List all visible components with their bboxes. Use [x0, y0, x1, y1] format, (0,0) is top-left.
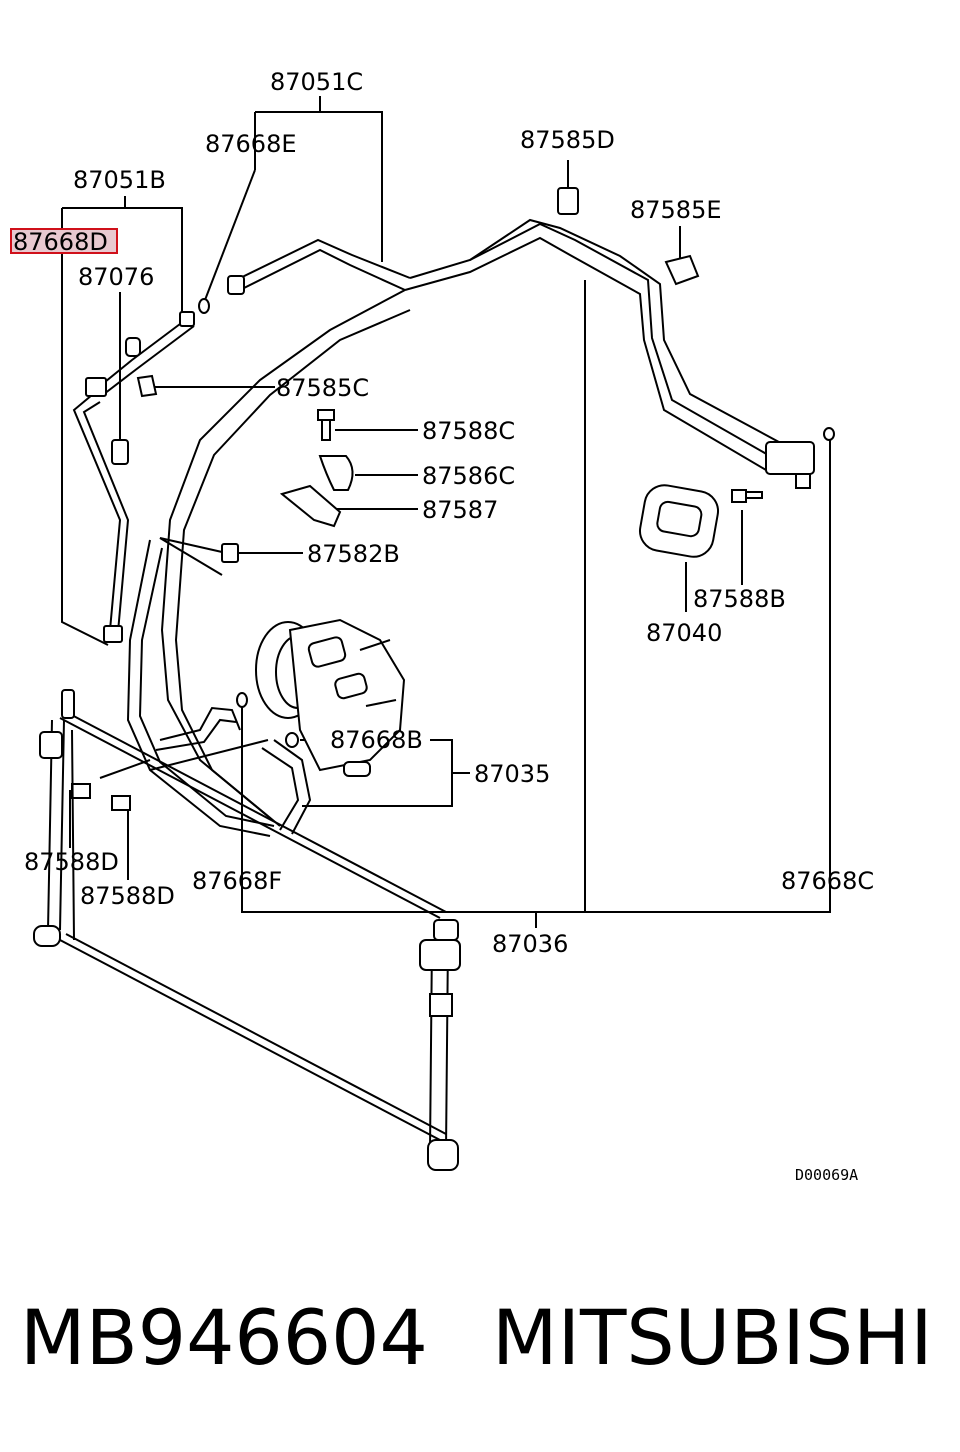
label-87587[interactable]: 87587	[422, 496, 498, 524]
leader-lines	[61, 96, 831, 928]
highlight-box	[10, 228, 118, 254]
label-87668d-highlighted[interactable]: 87668D	[13, 228, 108, 256]
label-87585e[interactable]: 87585E	[630, 196, 722, 224]
label-87076[interactable]: 87076	[78, 263, 154, 291]
part-labels: 87051C 87668E 87585D 87051B 87585E 87668…	[10, 68, 874, 1184]
label-87036[interactable]: 87036	[492, 930, 568, 958]
label-87051b[interactable]: 87051B	[73, 166, 166, 194]
part-number: MB946604	[20, 1293, 428, 1382]
label-87051c[interactable]: 87051C	[270, 68, 363, 96]
footer-caption: MB946604 MITSUBISHI	[0, 1290, 960, 1390]
condenser	[33, 689, 461, 1171]
label-87582b[interactable]: 87582B	[307, 540, 400, 568]
label-87588d-left[interactable]: 87588D	[24, 848, 119, 876]
brand-name: MITSUBISHI	[492, 1293, 933, 1382]
label-87588d-lower[interactable]: 87588D	[80, 882, 175, 910]
label-87585c[interactable]: 87585C	[276, 374, 369, 402]
parts-diagram: 87051C 87668E 87585D 87051B 87585E 87668…	[10, 68, 874, 1184]
label-87035[interactable]: 87035	[474, 760, 550, 788]
drawing-code: D00069A	[795, 1166, 858, 1184]
small-parts	[71, 187, 835, 811]
label-87040[interactable]: 87040	[646, 619, 722, 647]
label-87668f[interactable]: 87668F	[192, 867, 282, 895]
label-87668e[interactable]: 87668E	[205, 130, 297, 158]
label-87588c[interactable]: 87588C	[422, 417, 515, 445]
ac-hoses	[72, 218, 791, 837]
compressor	[255, 618, 406, 777]
label-87668c[interactable]: 87668C	[781, 867, 874, 895]
label-87585d[interactable]: 87585D	[520, 126, 615, 154]
label-87586c[interactable]: 87586C	[422, 462, 515, 490]
label-87668b[interactable]: 87668B	[330, 726, 423, 754]
label-87588b[interactable]: 87588B	[693, 585, 786, 613]
